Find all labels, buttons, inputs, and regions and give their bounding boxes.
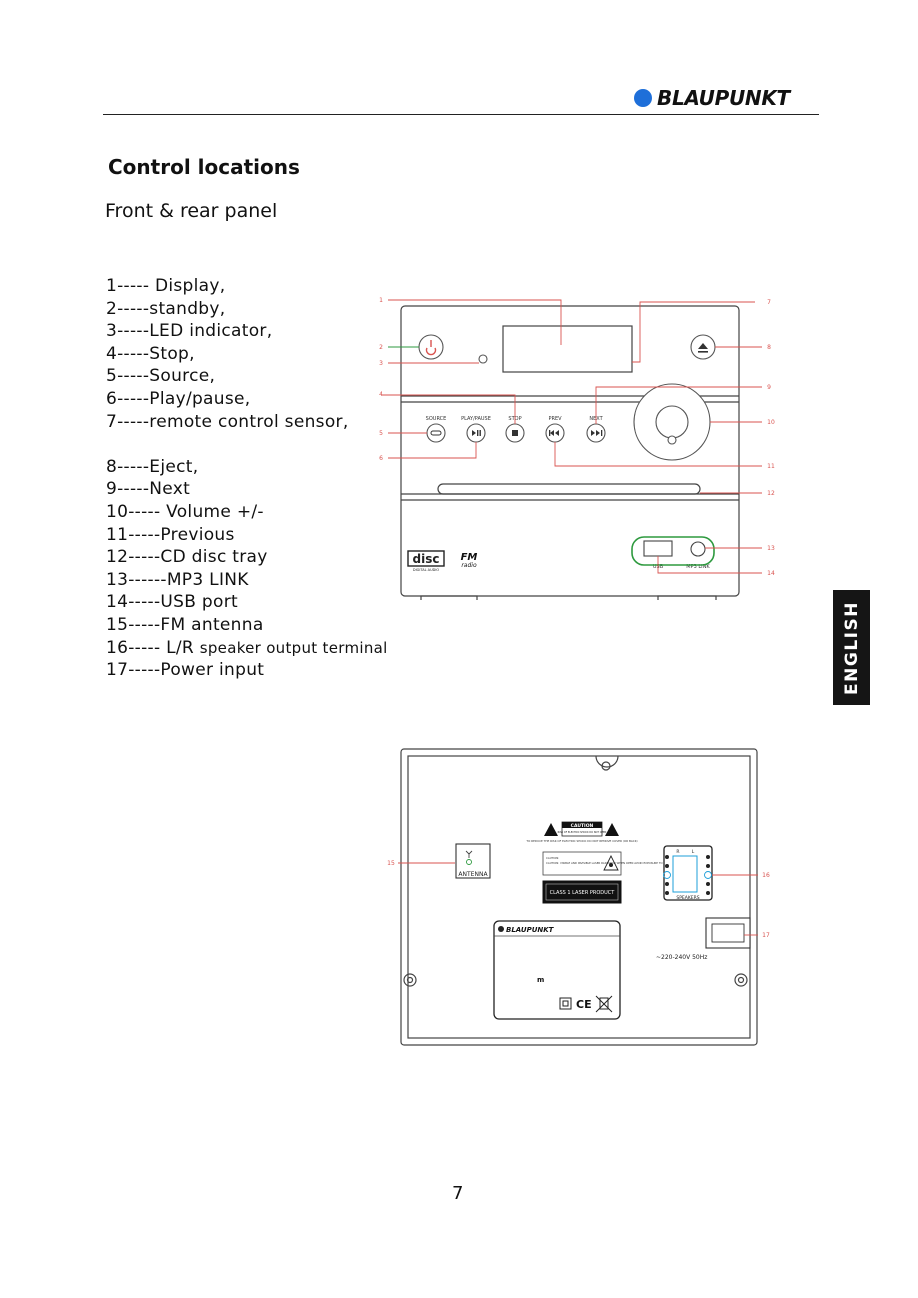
brand-dot-icon bbox=[634, 89, 652, 107]
legend-item-16-prefix: 16----- L/R bbox=[106, 637, 200, 658]
label-mp3-link: MP3 LINK bbox=[686, 564, 710, 570]
svg-text:R: R bbox=[676, 849, 679, 855]
power-input-socket bbox=[705, 917, 751, 949]
callout-13: 13 bbox=[767, 545, 775, 552]
legend-item-10: 10----- Volume +/- bbox=[106, 501, 264, 522]
class-1-laser-label bbox=[542, 880, 622, 904]
caution-label: CAUTION RISK OF ELECTRIC SHOCK DO NOT OP… bbox=[525, 821, 638, 843]
callout-10: 10 bbox=[767, 419, 775, 426]
legend-item-4: 4-----Stop, bbox=[106, 343, 195, 364]
antenna-label: ANTENNA bbox=[458, 871, 488, 878]
next-icon bbox=[591, 430, 600, 436]
eject-icon bbox=[698, 343, 708, 349]
weee-bin-icon bbox=[595, 995, 613, 1013]
legend-item-13: 13------MP3 LINK bbox=[106, 569, 249, 590]
legend-item-5: 5-----Source, bbox=[106, 366, 216, 387]
callout-8: 8 bbox=[767, 344, 771, 351]
callout-6: 6 bbox=[379, 455, 383, 462]
rear-panel-body bbox=[400, 748, 758, 1046]
play-pause-icon bbox=[472, 430, 476, 436]
legend-item-16: 16----- L/R speaker output terminal bbox=[106, 637, 388, 660]
header-rule bbox=[103, 114, 819, 115]
front-panel-body bbox=[400, 305, 740, 597]
language-tab-label: ENGLISH bbox=[841, 600, 862, 695]
callout-14: 14 bbox=[767, 570, 775, 577]
svg-text:CAUTION: VISIBLE AND INVISIBLE: CAUTION: VISIBLE AND INVISIBLE LASER RAD… bbox=[546, 861, 672, 865]
legend-item-7: 7-----remote control sensor, bbox=[106, 411, 349, 432]
page-subtitle: Front & rear panel bbox=[105, 200, 278, 222]
callout-7: 7 bbox=[767, 299, 771, 306]
svg-text:SPEAKERS: SPEAKERS bbox=[676, 895, 699, 901]
callout-12: 12 bbox=[767, 490, 775, 497]
legend-item-2: 2-----standby, bbox=[106, 298, 226, 319]
svg-text:FM: FM bbox=[461, 552, 478, 563]
legend-item-11: 11-----Previous bbox=[106, 524, 235, 545]
power-rating: ~220-240V 50Hz bbox=[656, 954, 707, 961]
class-1-laser-text: CLASS 1 LASER PRODUCT bbox=[550, 890, 616, 896]
antenna-jack bbox=[455, 843, 491, 879]
label-next: NEXT bbox=[589, 416, 603, 422]
svg-text:TO REDUCE THE RISK OF ELECTRIC: TO REDUCE THE RISK OF ELECTRIC SHOCK DO … bbox=[525, 839, 637, 843]
control-legend: 1----- Display, 2-----standby, 3-----LED… bbox=[106, 275, 388, 682]
brand-name: BLAUPUNKT bbox=[657, 86, 790, 110]
legend-item-15: 15-----FM antenna bbox=[106, 614, 264, 635]
front-panel-diagram: SOURCE PLAY/PAUSE STOP PREV NEXT USB MP3… bbox=[379, 297, 775, 600]
legend-item-12: 12-----CD disc tray bbox=[106, 547, 268, 568]
rating-label-brand: BLAUPUNKT bbox=[506, 926, 555, 934]
label-source: SOURCE bbox=[426, 416, 447, 422]
callout-1: 1 bbox=[379, 297, 383, 304]
legend-item-9: 9-----Next bbox=[106, 479, 191, 500]
callout-15: 15 bbox=[387, 860, 395, 867]
legend-spacer bbox=[106, 433, 388, 456]
callout-2: 2 bbox=[379, 344, 383, 351]
legend-item-6: 6-----Play/pause, bbox=[106, 388, 251, 409]
callout-3: 3 bbox=[379, 360, 383, 367]
usb-port bbox=[643, 540, 673, 557]
legend-item-16-suffix: speaker output terminal bbox=[199, 638, 388, 657]
page-title: Control locations bbox=[108, 155, 300, 179]
callout-16: 16 bbox=[762, 872, 770, 879]
fm-radio-logo: FM radio bbox=[461, 552, 478, 569]
callout-4: 4 bbox=[379, 391, 383, 398]
callout-11: 11 bbox=[767, 463, 775, 470]
svg-text:DIGITAL AUDIO: DIGITAL AUDIO bbox=[413, 568, 439, 572]
label-prev: PREV bbox=[548, 416, 562, 422]
laser-warning-label: CAUTION: CAUTION: VISIBLE AND INVISIBLE … bbox=[542, 851, 672, 876]
display-window bbox=[502, 325, 633, 373]
svg-text:L: L bbox=[692, 849, 695, 855]
callout-9: 9 bbox=[767, 384, 771, 391]
legend-item-1: 1----- Display, bbox=[106, 276, 226, 296]
svg-text:m: m bbox=[537, 976, 544, 984]
svg-text:disc: disc bbox=[413, 552, 440, 566]
legend-item-8: 8-----Eject, bbox=[106, 456, 199, 477]
label-play-pause: PLAY/PAUSE bbox=[461, 416, 491, 422]
svg-text:CAUTION:: CAUTION: bbox=[546, 856, 559, 860]
rating-label bbox=[493, 920, 621, 1020]
page-number: 7 bbox=[452, 1183, 464, 1204]
led-indicator bbox=[478, 354, 488, 364]
stop-icon bbox=[512, 430, 518, 436]
prev-icon bbox=[550, 430, 559, 436]
speaker-terminal: R L SPEAKERS bbox=[663, 845, 713, 901]
brand-logo: BLAUPUNKT bbox=[634, 86, 790, 110]
callout-17: 17 bbox=[762, 932, 770, 939]
legend-item-17: 17-----Power input bbox=[106, 660, 265, 681]
legend-item-14: 14-----USB port bbox=[106, 592, 238, 613]
svg-text:RISK OF ELECTRIC SHOCK DO NOT: RISK OF ELECTRIC SHOCK DO NOT OPEN bbox=[558, 831, 607, 834]
callout-5: 5 bbox=[379, 430, 383, 437]
port-outline bbox=[631, 536, 715, 566]
legend-item-3: 3-----LED indicator, bbox=[106, 321, 273, 342]
svg-text:CAUTION: CAUTION bbox=[571, 823, 594, 829]
source-button bbox=[426, 423, 446, 443]
language-tab: ENGLISH bbox=[833, 590, 870, 705]
cd-disc-tray bbox=[437, 483, 701, 495]
disc-logo: disc DIGITAL AUDIO bbox=[407, 550, 445, 572]
svg-text:radio: radio bbox=[461, 562, 477, 569]
svg-text:CE: CE bbox=[576, 998, 592, 1011]
rear-panel-diagram: ANTENNA CAUTION RISK OF ELECTRIC SHOCK D… bbox=[387, 748, 770, 1046]
mp3-link-jack bbox=[690, 541, 706, 557]
